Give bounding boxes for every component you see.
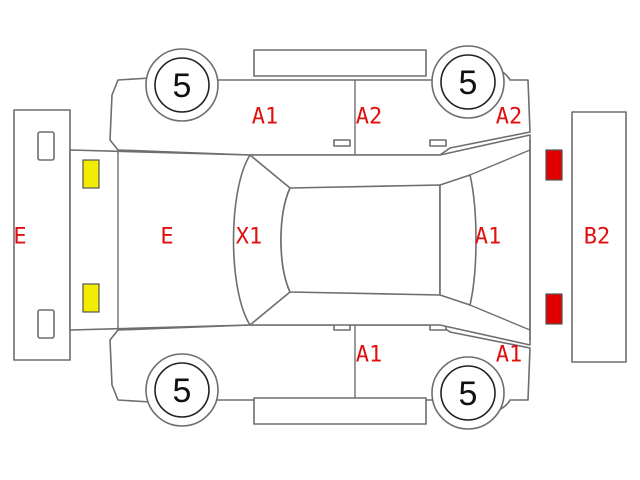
roof [280, 184, 441, 296]
wheel-front-left-label: 5 [173, 67, 192, 105]
wheel-front-right-label: 5 [459, 64, 478, 102]
code-rear-bumper: B2 [584, 225, 611, 250]
code-windshield: X1 [236, 225, 263, 250]
front-bumper-tab-bottom [37, 309, 55, 339]
code-roof-rear: A1 [475, 225, 502, 250]
wheel-rear-left-label: 5 [173, 372, 192, 410]
code-right-rear-door: A1 [356, 343, 383, 368]
left-front-handle [333, 139, 351, 147]
code-left-rear-door: A2 [356, 105, 383, 130]
wheel-rear-right-label: 5 [459, 375, 478, 413]
code-left-front-door: A1 [252, 105, 279, 130]
left-roof-rail [253, 49, 427, 77]
code-left-rear-fender: A2 [496, 105, 523, 130]
left-rear-handle [429, 139, 447, 147]
code-right-rear-fender: A1 [496, 343, 523, 368]
code-front-bumper: E [13, 225, 26, 250]
right-roof-rail [253, 397, 427, 425]
front-bumper-tab-top [37, 131, 55, 161]
front-bumper [13, 109, 71, 361]
wheel-rear-right: 5 [431, 356, 505, 430]
front-lamp-top [82, 159, 100, 189]
rear-lamp-top [545, 149, 563, 181]
rear-bumper [571, 111, 627, 363]
rear-window [439, 174, 477, 306]
rear-lamp-bottom [545, 293, 563, 325]
rear-hatch-line [469, 149, 531, 331]
front-lamp-bottom [82, 283, 100, 313]
wheel-front-left: 5 [145, 48, 219, 122]
code-hood: E [160, 225, 173, 250]
wheel-front-right: 5 [431, 45, 505, 119]
wheel-rear-left: 5 [145, 353, 219, 427]
